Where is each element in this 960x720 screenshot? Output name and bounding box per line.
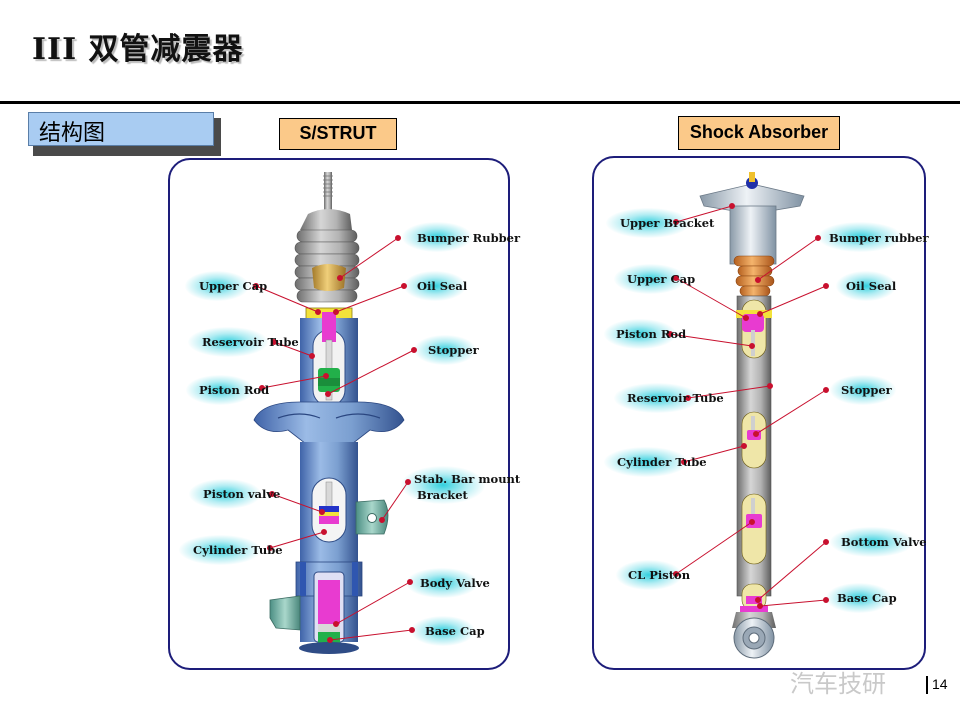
strut-header: S/STRUT <box>279 118 397 150</box>
page-number-divider <box>926 676 928 694</box>
strut-label-upper-cap: Upper Cap <box>199 279 268 293</box>
label-glow <box>818 222 902 252</box>
strut-illustration <box>253 172 405 654</box>
label-glow <box>185 271 249 301</box>
label-glow <box>604 447 688 477</box>
absorber-label-bumper-rubber: Bumper rubber <box>829 231 929 245</box>
strut-label-base-cap: Base Cap <box>425 624 485 638</box>
absorber-header: Shock Absorber <box>678 116 840 150</box>
title-divider <box>0 101 960 104</box>
strut-label-stopper: Stopper <box>428 343 479 357</box>
section-label: 结构图 <box>28 112 214 146</box>
label-glow <box>188 327 268 357</box>
label-glow <box>189 479 261 509</box>
strut-label-oil-seal: Oil Seal <box>417 279 468 293</box>
strut-label-bumper-rubber: Bumper Rubber <box>417 231 521 245</box>
label-glow <box>414 335 476 365</box>
label-glow <box>404 271 466 301</box>
strut-label-stab-bar-bracket: Bracket <box>417 488 468 502</box>
label-glow <box>830 527 914 557</box>
absorber-leader-lines <box>667 203 829 609</box>
absorber-label-cylinder-tube: Cylinder Tube <box>617 455 707 469</box>
absorber-label-stopper: Stopper <box>841 383 892 397</box>
absorber-label-base-cap: Base Cap <box>837 591 897 605</box>
strut-leader-lines <box>253 235 417 643</box>
strut-label-reservoir-tube: Reservoir Tube <box>202 335 299 349</box>
absorber-label-upper-bracket: Upper Bracket <box>620 216 715 230</box>
absorber-label-piston-rod: Piston Rod <box>616 327 687 341</box>
strut-label-body-valve: Body Valve <box>420 576 490 590</box>
slide-title: III 双管减震器 <box>32 32 244 67</box>
absorber-label-oil-seal: Oil Seal <box>846 279 897 293</box>
label-glow <box>826 583 892 613</box>
strut-label-cylinder-tube: Cylinder Tube <box>193 543 283 557</box>
label-glow <box>836 271 896 301</box>
absorber-illustration <box>699 172 805 659</box>
label-glow <box>604 319 676 349</box>
watermark-text: 汽车技研 <box>790 670 886 698</box>
absorber-label-upper-cap: Upper Cap <box>627 272 696 286</box>
strut-label-piston-valve: Piston valve <box>203 487 281 501</box>
label-glow <box>616 560 682 590</box>
label-glow <box>179 535 261 565</box>
page-number: 14 <box>932 676 948 692</box>
label-glow <box>830 375 896 405</box>
strut-label-piston-rod: Piston Rod <box>199 383 270 397</box>
label-glow <box>411 616 475 646</box>
label-glow <box>186 375 254 405</box>
absorber-label-reservoir-tube: Reservoir Tube <box>627 391 724 405</box>
label-glow <box>401 466 485 504</box>
absorber-label-cl-piston: CL Piston <box>628 568 691 582</box>
strut-label-stab-bar-mount: Stab. Bar mount <box>414 472 521 486</box>
absorber-label-bottom-valve: Bottom Valve <box>841 535 927 549</box>
label-glow <box>406 568 478 598</box>
label-glow <box>402 222 472 252</box>
